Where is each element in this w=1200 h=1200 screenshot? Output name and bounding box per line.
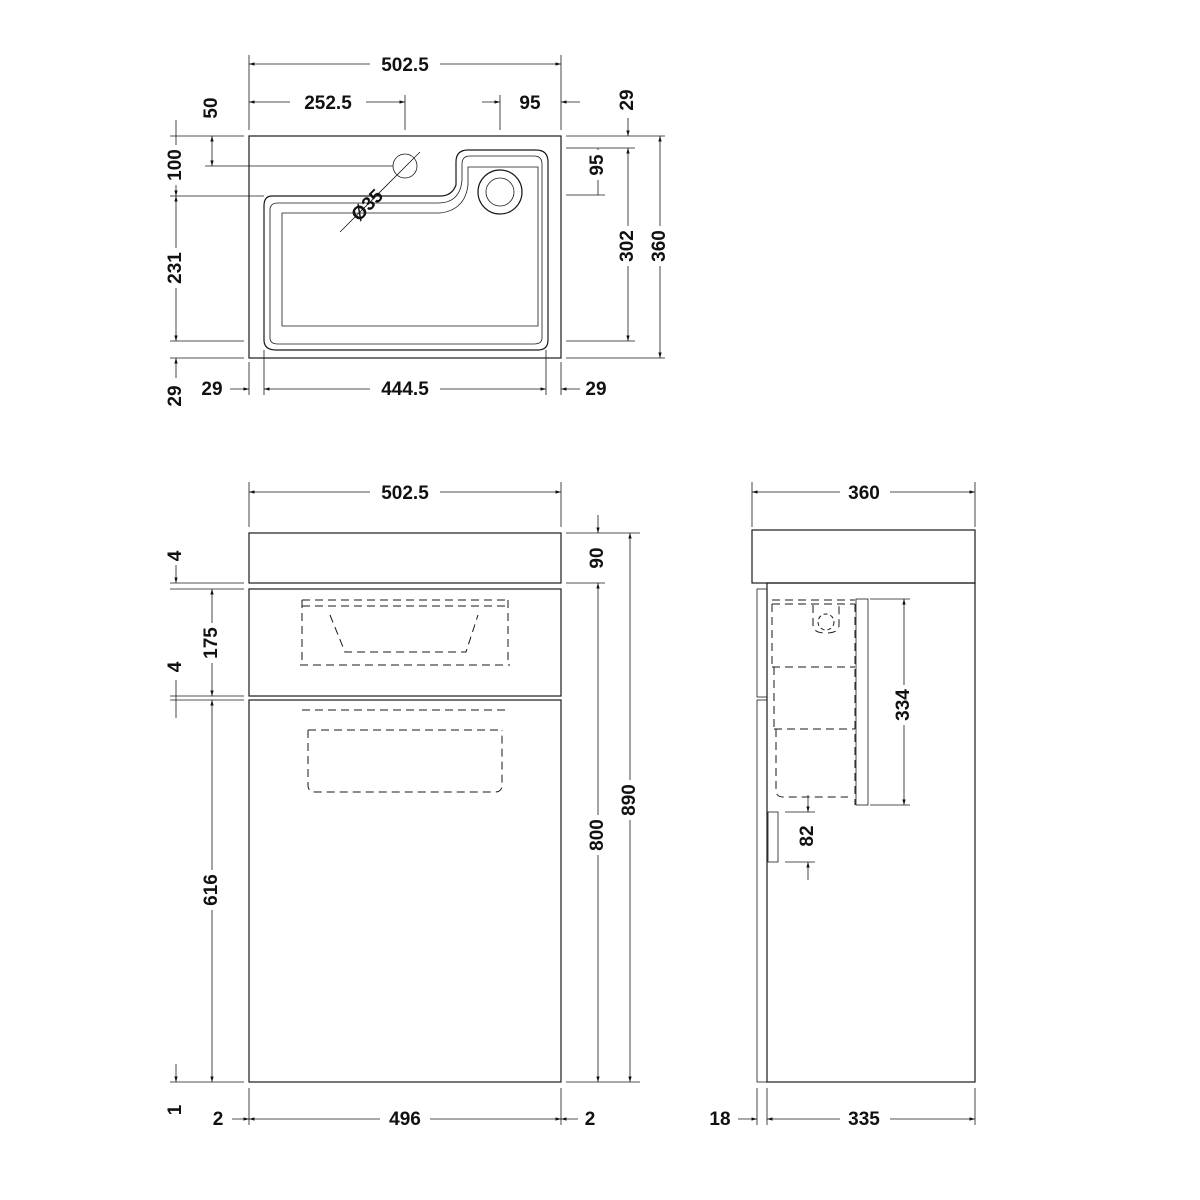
dim-bowl-width: 444.5 <box>381 379 429 400</box>
dim-basin-height: 90 <box>587 547 608 568</box>
basin-outline <box>248 135 562 359</box>
basin-side <box>751 529 976 584</box>
basin-front <box>248 532 562 584</box>
dim-waste-from-back: 95 <box>587 154 608 176</box>
dim-bowl-depth: 231 <box>165 252 186 284</box>
dim-left-gap: 2 <box>213 1109 224 1130</box>
dim-right-gap: 2 <box>585 1109 596 1130</box>
dim-door-width: 496 <box>389 1109 421 1130</box>
drawer-edge <box>756 588 768 698</box>
dim-overall-depth: 360 <box>649 230 670 262</box>
dim-inner-depth: 302 <box>617 230 638 262</box>
tap-hole <box>392 153 418 179</box>
dim-overall-height: 890 <box>619 784 640 816</box>
dim-waste-offset: 95 <box>519 93 541 114</box>
dim-back-to-bowl: 100 <box>165 149 186 181</box>
bowl-inner <box>269 155 543 345</box>
side-view: 360 334 82 18 335 <box>709 480 976 1131</box>
top-view: 502.5 252.5 95 50 100 231 29 29 444.5 29 <box>165 52 670 407</box>
wall-plate <box>855 598 869 806</box>
door-front <box>248 699 562 1083</box>
door-edge <box>756 699 768 1083</box>
dim-trap-clearance: 82 <box>797 825 818 846</box>
dim-front-rim: 29 <box>165 385 186 406</box>
dim-tap-hole: Ø35 <box>348 185 389 226</box>
dim-front-width: 502.5 <box>381 483 429 504</box>
dim-right-rim: 29 <box>585 379 606 400</box>
bowl-outer <box>263 149 549 351</box>
dim-door-height: 616 <box>201 874 222 906</box>
dim-gap-mid: 4 <box>165 661 186 672</box>
dim-cabinet-height: 800 <box>587 819 608 851</box>
dim-side-depth: 360 <box>848 483 880 504</box>
dim-tap-from-back: 50 <box>201 97 222 118</box>
dim-trap-height: 334 <box>893 689 914 721</box>
dim-top-width: 502.5 <box>381 55 429 76</box>
dim-gap-top: 4 <box>165 550 186 561</box>
trap-outlet <box>767 811 779 863</box>
dim-door-thickness: 18 <box>709 1109 730 1130</box>
dim-left-rim: 29 <box>201 379 222 400</box>
dim-drawer-height: 175 <box>201 627 222 659</box>
dim-tap-offset: 252.5 <box>304 93 352 114</box>
dim-top-rim: 29 <box>617 89 638 110</box>
drawer-front <box>248 588 562 697</box>
waste-inner <box>485 177 515 207</box>
waste-outer <box>477 169 523 215</box>
dim-carcass-depth: 335 <box>848 1109 880 1130</box>
front-view: 502.5 4 175 4 616 1 90 800 890 2 496 2 <box>165 480 640 1131</box>
dim-gap-bottom: 1 <box>165 1104 186 1115</box>
